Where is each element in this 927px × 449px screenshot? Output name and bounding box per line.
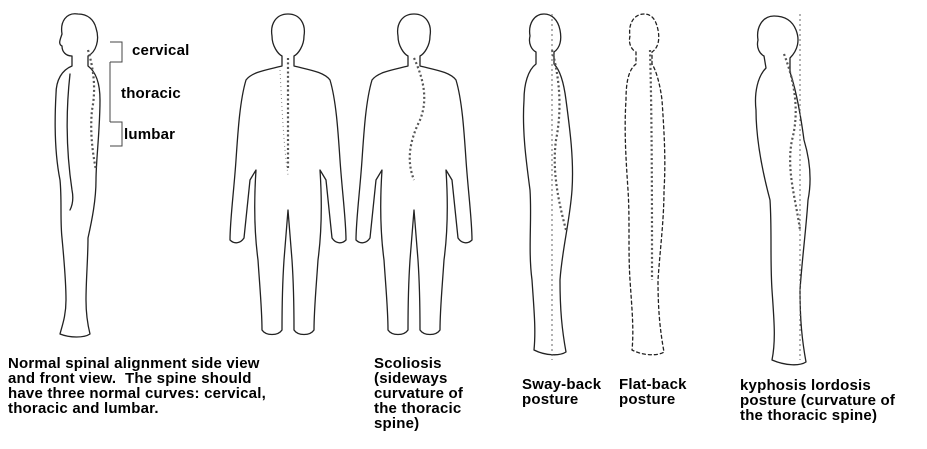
caption-kyphosis-lordosis: kyphosis lordosis posture (curvature of …: [740, 378, 895, 423]
caption-normal-alignment: Normal spinal alignment side view and fr…: [8, 356, 266, 416]
caption-swayback: Sway-back posture: [522, 377, 601, 407]
label-cervical: cervical: [132, 43, 189, 58]
figure-swayback: [523, 14, 572, 360]
caption-scoliosis: Scoliosis (sideways curvature of the tho…: [374, 356, 463, 431]
figure-normal-front: [230, 14, 346, 335]
figure-normal-side: [55, 14, 122, 337]
figure-flatback: [625, 14, 665, 355]
label-thoracic: thoracic: [121, 86, 181, 101]
figure-scoliosis: [356, 14, 472, 335]
label-lumbar: lumbar: [124, 127, 175, 142]
caption-flatback: Flat-back posture: [619, 377, 687, 407]
figure-kyphosis-lordosis: [755, 14, 810, 365]
